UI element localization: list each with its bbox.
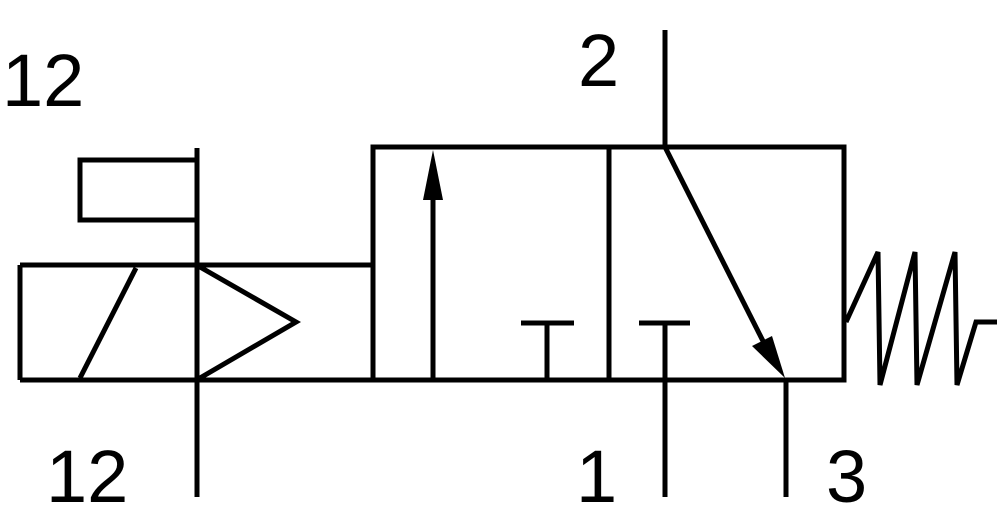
port-3-label: 3 — [826, 435, 867, 510]
valve-position-right — [639, 145, 789, 497]
port-2-label: 2 — [578, 19, 619, 102]
flow-arrow-head — [423, 150, 443, 200]
manual-override-bracket — [77, 157, 195, 223]
solenoid-coil-slash — [77, 266, 139, 380]
solenoid-actuator — [17, 262, 373, 497]
valve-position-left — [423, 150, 574, 380]
pilot-triangle — [198, 264, 301, 381]
port-1-label: 1 — [576, 435, 617, 510]
port-12-bottom-label: 12 — [46, 435, 128, 510]
port-12-top-label: 12 — [2, 39, 84, 122]
valve-body — [370, 30, 847, 497]
exhaust-arrow-shaft — [662, 145, 768, 347]
spring-return-symbol — [843, 250, 997, 386]
exhaust-arrow-head — [752, 336, 785, 378]
manual-override-symbol — [77, 148, 200, 265]
